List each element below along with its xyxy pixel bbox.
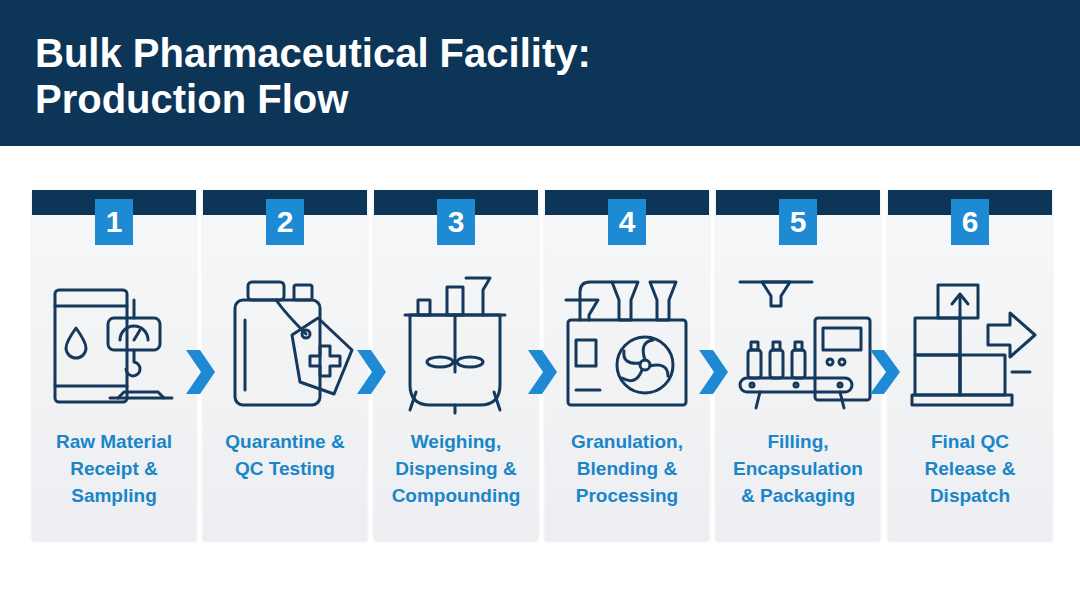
step-label: Filling, Encapsulation & Packaging xyxy=(724,428,872,509)
step-label: Weighing, Dispensing & Compounding xyxy=(382,428,530,509)
process-step-card: 5Filling, Encapsulation & Packaging xyxy=(716,190,880,540)
step-number: 6 xyxy=(951,199,989,245)
step-number: 2 xyxy=(266,199,304,245)
process-step-card: 3Weighing, Dispensing & Compounding xyxy=(374,190,538,540)
process-step-card: 1Raw Material Receipt & Sampling xyxy=(32,190,196,540)
step-label: Granulation, Blending & Processing xyxy=(553,428,701,509)
process-step-card: 6Final QC Release & Dispatch xyxy=(888,190,1052,540)
diagram-title: Bulk Pharmaceutical Facility: Production… xyxy=(35,30,675,122)
step-label: Quarantine & QC Testing xyxy=(211,428,359,482)
step-number: 3 xyxy=(437,199,475,245)
process-step-card: 4Granulation, Blending & Processing xyxy=(545,190,709,540)
header-band: Bulk Pharmaceutical Facility: Production… xyxy=(0,0,1080,146)
step-label: Raw Material Receipt & Sampling xyxy=(40,428,188,509)
step-number: 5 xyxy=(779,199,817,245)
step-number: 1 xyxy=(95,199,133,245)
step-label: Final QC Release & Dispatch xyxy=(896,428,1044,509)
step-number: 4 xyxy=(608,199,646,245)
process-step-card: 2Quarantine & QC Testing xyxy=(203,190,367,540)
